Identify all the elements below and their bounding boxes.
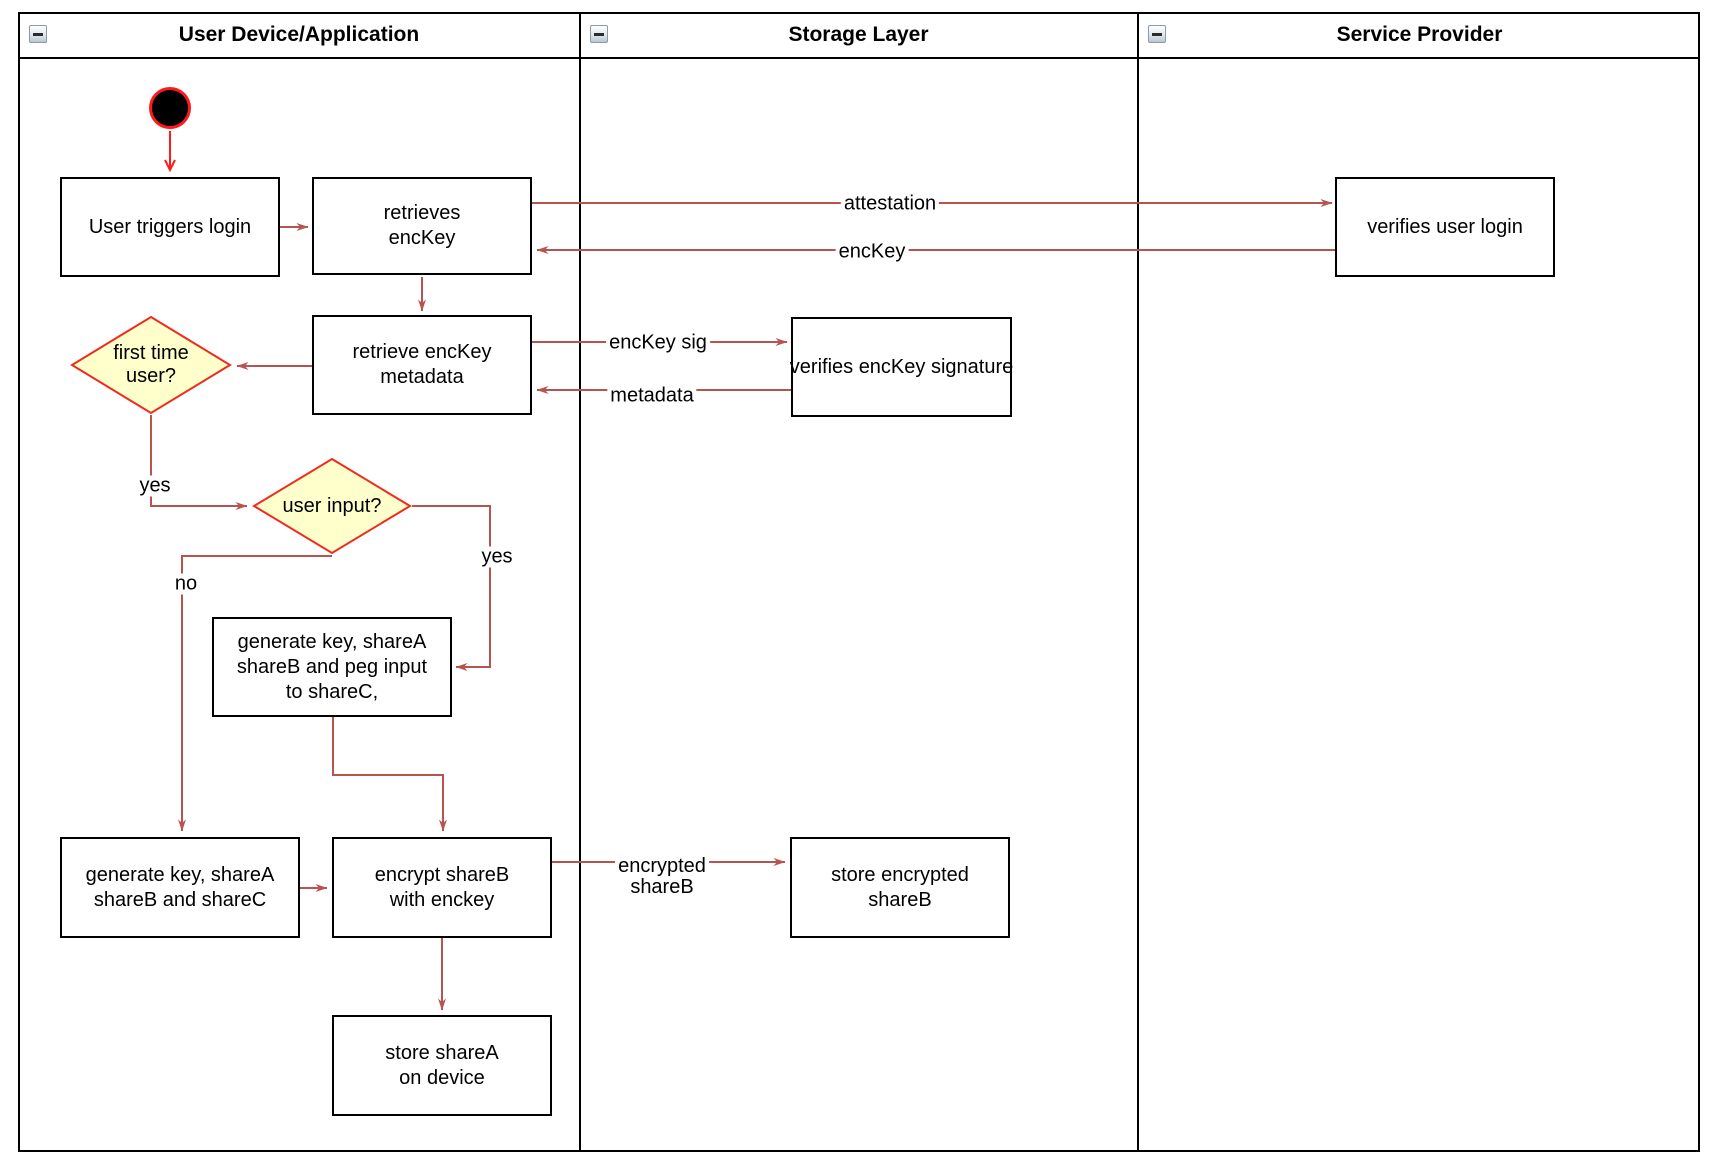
edge-userinput-no: [178, 555, 332, 832]
lane-divider-2: [1137, 12, 1139, 1152]
lane-title-service-provider: Service Provider: [1336, 23, 1503, 46]
edge-label-enckey: encKey: [835, 241, 909, 263]
diamond-shape: [70, 315, 232, 415]
edge-userinput-yes: [412, 505, 491, 671]
edge-label-yes-user-input: yes: [478, 546, 516, 568]
node-store-encrypted-shareb: store encrypted shareB: [790, 837, 1010, 938]
decision-user-input: user input?: [252, 457, 412, 555]
edge-label-attestation: attestation: [840, 193, 940, 215]
collapse-lane-provider-button[interactable]: [1148, 25, 1166, 43]
decision-label: user input?: [282, 494, 382, 517]
decision-first-time-user: first time user?: [70, 315, 232, 415]
node-user-triggers-login: User triggers login: [60, 177, 280, 277]
edge-label-encrypted-shareb: encrypted shareB: [615, 856, 709, 898]
edge-peg-to-encrypt: [332, 717, 447, 832]
node-retrieves-enckey: retrieves encKey: [312, 177, 532, 275]
node-verifies-enckey-signature: verifies encKey signature: [790, 317, 1013, 417]
start-node: [149, 87, 191, 129]
node-retrieve-enckey-metadata: retrieve encKey metadata: [312, 315, 532, 415]
decision-label: first time user?: [113, 342, 189, 387]
node-verifies-user-login: verifies user login: [1335, 177, 1555, 277]
edge-label-metadata: metadata: [607, 385, 697, 407]
minus-icon: [594, 32, 604, 36]
collapse-lane-user-device-button[interactable]: [29, 25, 47, 43]
diamond-shape: [252, 457, 412, 555]
lane-header-separator: [18, 57, 1700, 59]
node-encrypt-shareb: encrypt shareB with enckey: [332, 837, 552, 938]
edge-label-no: no: [171, 573, 201, 595]
lane-title-user-device: User Device/Application: [178, 23, 420, 46]
minus-icon: [1152, 32, 1162, 36]
minus-icon: [33, 32, 43, 36]
edge-label-enckey-sig: encKey sig: [606, 332, 710, 354]
edge-label-yes-first-time: yes: [136, 475, 174, 497]
node-store-sharea-on-device: store shareA on device: [332, 1015, 552, 1116]
lane-title-storage-layer: Storage Layer: [788, 23, 929, 46]
node-generate-key-shares: generate key, shareA shareB and shareC: [60, 837, 300, 938]
node-generate-key-peg-input: generate key, shareA shareB and peg inpu…: [212, 617, 452, 717]
collapse-lane-storage-button[interactable]: [590, 25, 608, 43]
lane-divider-1: [579, 12, 581, 1152]
edge-firsttime-yes: [150, 415, 248, 510]
